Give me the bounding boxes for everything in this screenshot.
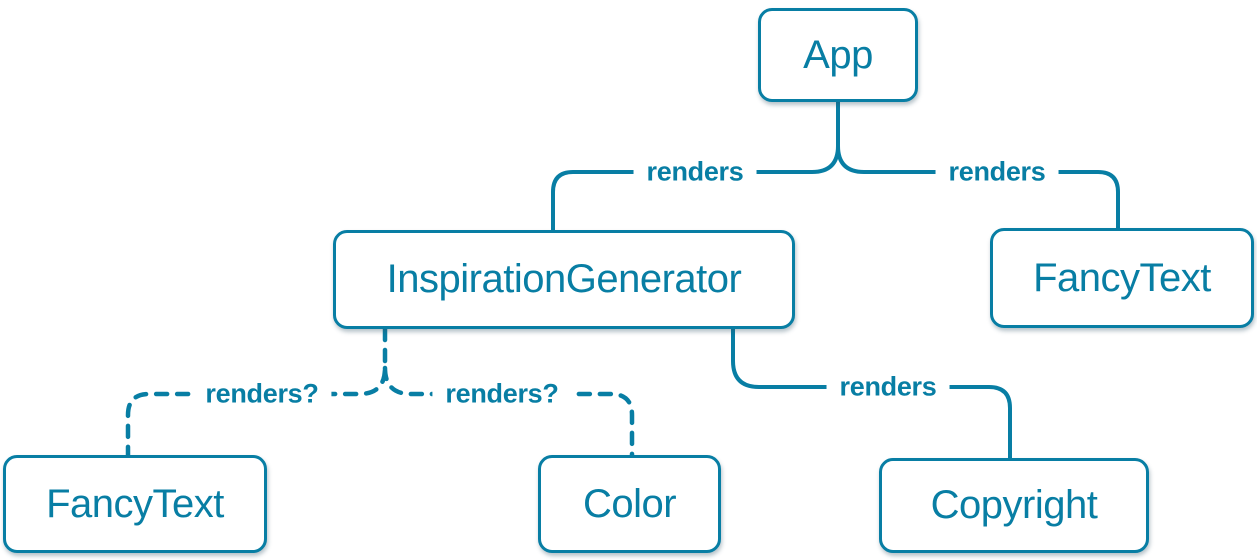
node-color: Color	[538, 455, 721, 553]
node-copyright: Copyright	[879, 458, 1149, 553]
edge-label-renders-fancy-text-top: renders	[935, 156, 1059, 188]
edge-inspiration-generator-color	[382, 365, 635, 458]
node-fancy-text-top: FancyText	[990, 228, 1254, 328]
edge-label-renders-maybe-fancy-text-bottom: renders?	[192, 378, 332, 410]
node-inspiration-generator: InspirationGenerator	[333, 230, 795, 329]
node-fancy-text-bottom: FancyText	[3, 455, 267, 553]
edge-label-renders-inspiration-generator: renders	[633, 156, 757, 188]
edge-app-fancy-text	[836, 144, 1120, 230]
edge-label-renders-maybe-color: renders?	[432, 378, 572, 410]
edge-inspiration-generator-fancy-text	[125, 326, 388, 458]
node-app: App	[758, 8, 918, 102]
edge-label-renders-copyright: renders	[826, 371, 950, 403]
